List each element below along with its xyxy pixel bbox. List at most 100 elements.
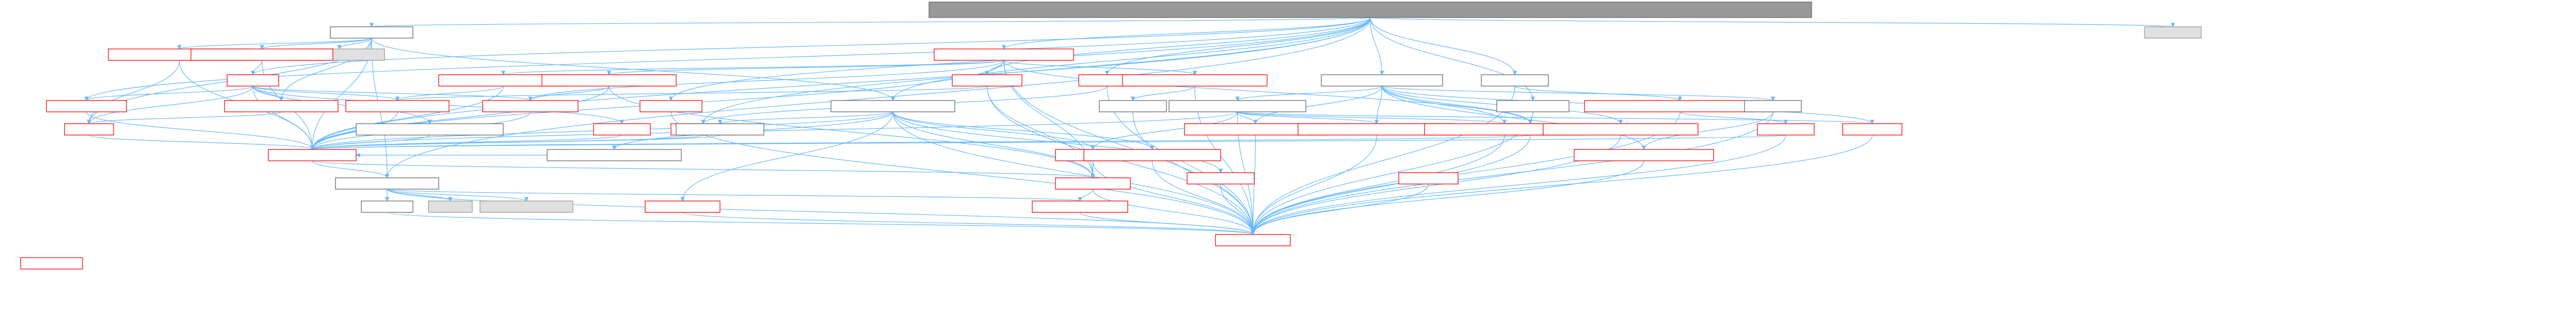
graph-node-n-l2-red-b2[interactable] xyxy=(541,74,677,87)
graph-node-n-l3-red-b[interactable] xyxy=(224,100,339,112)
graph-node-n-l4-red-e[interactable] xyxy=(1187,172,1255,185)
node-box xyxy=(1032,200,1128,213)
graph-node-n-l3-red-k[interactable] xyxy=(1757,123,1815,136)
node-box xyxy=(676,123,764,136)
graph-node-n-l3-plain-a[interactable] xyxy=(676,123,764,136)
node-box xyxy=(1099,100,1167,112)
graph-edge xyxy=(1237,111,1258,124)
graph-node-n-l3-red-c[interactable] xyxy=(345,100,450,112)
graph-edge xyxy=(528,60,1004,101)
node-box xyxy=(2144,26,2202,39)
node-box xyxy=(46,100,127,112)
graph-edge xyxy=(1092,189,1255,235)
graph-edge xyxy=(310,135,430,150)
graph-edge xyxy=(252,86,315,150)
graph-edge xyxy=(86,111,315,150)
graph-edge xyxy=(310,86,610,150)
node-box xyxy=(830,100,955,112)
graph-edge xyxy=(337,38,372,49)
graph-node-n-l1-plain[interactable] xyxy=(330,26,413,39)
graph-node-n-mid-plain[interactable] xyxy=(830,100,955,112)
edge-layer xyxy=(84,17,2174,235)
graph-node-n-l2-red-c2[interactable] xyxy=(1122,74,1268,87)
node-box xyxy=(1083,149,1221,161)
graph-edge xyxy=(670,111,1255,235)
node-box xyxy=(934,48,1074,61)
graph-edge xyxy=(1251,135,1505,235)
graph-node-n-l3-red-j[interactable] xyxy=(1543,123,1699,136)
node-box xyxy=(190,48,333,61)
graph-edge xyxy=(312,160,1095,178)
graph-edge xyxy=(311,135,1531,150)
graph-edge xyxy=(1237,111,1379,124)
graph-node-n-l6-ext-b[interactable] xyxy=(479,200,573,213)
graph-node-n-l1-red-b[interactable] xyxy=(190,48,333,61)
graph-node-n-l3-red-l[interactable] xyxy=(20,257,83,270)
graph-node-n-l5-red-c[interactable] xyxy=(1398,172,1459,185)
graph-node-n-l2-red-mid[interactable] xyxy=(952,74,1022,87)
graph-node-n-r-plain[interactable] xyxy=(1321,74,1443,87)
node-box xyxy=(330,26,413,39)
graph-node-n-l3-plain-c[interactable] xyxy=(1744,100,1802,112)
graph-edge xyxy=(892,111,1155,150)
node-box xyxy=(361,200,413,213)
graph-node-n-l4-red-b[interactable] xyxy=(64,123,114,136)
graph-node-n-l2-red-sm[interactable] xyxy=(227,74,279,87)
graph-edge xyxy=(1003,60,1533,124)
graph-edge xyxy=(395,86,988,101)
graph-node-n-l6-red-b[interactable] xyxy=(1032,200,1128,213)
graph-node-n-l3-red-a[interactable] xyxy=(46,100,127,112)
graph-node-n-l5-red-a[interactable] xyxy=(1055,177,1131,190)
graph-node-n-l1-red-c[interactable] xyxy=(934,48,1074,61)
graph-node-n-l4-red-g[interactable] xyxy=(1842,123,1902,136)
graph-node-n-l3-red-d[interactable] xyxy=(482,100,579,112)
graph-node-n-r-plain2[interactable] xyxy=(1496,100,1570,112)
graph-edge xyxy=(310,135,622,150)
graph-node-n-l4-plain-a[interactable] xyxy=(356,123,504,136)
node-box xyxy=(227,74,279,87)
graph-edge xyxy=(387,189,453,202)
graph-node-n-sink[interactable] xyxy=(1215,234,1291,246)
graph-edge xyxy=(1679,111,1788,124)
node-box xyxy=(1574,149,1714,161)
graph-node-n-top-grey[interactable] xyxy=(2144,26,2202,39)
node-box xyxy=(1215,234,1291,246)
graph-edge xyxy=(1370,17,1384,75)
graph-edge xyxy=(1381,86,1646,150)
graph-edge xyxy=(1079,212,1255,235)
graph-node-n-r-plain3[interactable] xyxy=(1481,74,1549,87)
graph-edge xyxy=(1251,111,1773,235)
graph-node-n-l3-red-f[interactable] xyxy=(639,100,702,112)
graph-edge xyxy=(890,17,1371,101)
node-box xyxy=(1122,74,1268,87)
graph-edge xyxy=(310,111,398,150)
graph-edge xyxy=(252,86,533,101)
graph-node-n-l6-ext-a[interactable] xyxy=(428,200,473,213)
graph-edge xyxy=(1003,60,1255,235)
graph-node-n-l4-red-f[interactable] xyxy=(1574,149,1714,161)
node-box xyxy=(224,100,339,112)
graph-edge xyxy=(1092,160,1255,235)
graph-node-n-l4-red-c[interactable] xyxy=(593,123,651,136)
graph-node-root[interactable] xyxy=(929,2,1812,18)
graph-node-n-l4-plain-b[interactable] xyxy=(547,149,682,161)
graph-edge xyxy=(1130,86,1195,101)
node-box xyxy=(1169,100,1306,112)
node-layer xyxy=(20,2,2202,270)
graph-edge xyxy=(1235,86,1383,101)
graph-edge xyxy=(387,212,1255,235)
graph-edge xyxy=(1003,60,1197,75)
graph-node-n-mid-plain2[interactable] xyxy=(1169,100,1306,112)
graph-node-n-l5-red-b[interactable] xyxy=(1083,149,1221,161)
graph-node-n-l5-plain[interactable] xyxy=(335,177,439,190)
graph-node-n-l6-plain-a[interactable] xyxy=(361,200,413,213)
graph-node-n-l6-red-a[interactable] xyxy=(645,200,721,213)
graph-edge xyxy=(395,86,504,101)
graph-node-n-l3-plain-b[interactable] xyxy=(1099,100,1167,112)
node-box xyxy=(268,149,357,161)
graph-node-n-l4-red-a[interactable] xyxy=(268,149,357,161)
graph-edge xyxy=(1078,189,1094,202)
graph-edge xyxy=(252,86,400,101)
graph-edge xyxy=(1641,111,1773,150)
graph-edge xyxy=(1251,135,1256,235)
